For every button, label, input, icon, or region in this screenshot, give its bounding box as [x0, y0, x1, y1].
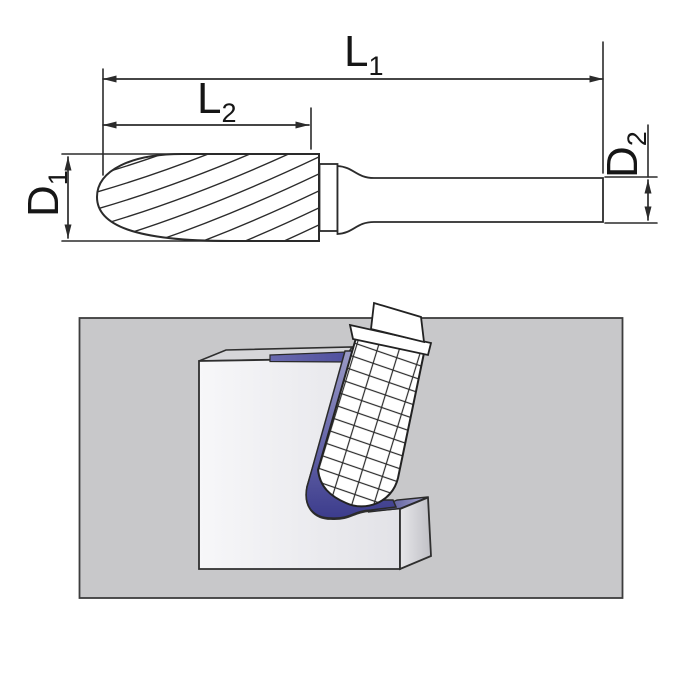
burr-collar [318, 163, 339, 232]
label-l2: L2 [197, 74, 237, 128]
svg-text:D1: D1 [19, 170, 73, 217]
flute-lines [97, 154, 319, 241]
application-illustration [78, 301, 624, 599]
svg-text:D2: D2 [598, 131, 652, 178]
tool-shank [370, 301, 426, 344]
burr-head [95, 153, 320, 242]
extension-lines [61, 41, 658, 242]
tool-burr [316, 301, 433, 508]
dimension-drawing: L1 L2 D1 D2 [19, 27, 658, 242]
burr-shank [336, 165, 604, 235]
label-l1: L1 [344, 27, 384, 81]
dimension-lines [64, 75, 652, 239]
step-side-face [399, 496, 432, 571]
label-d2: D2 [598, 131, 652, 178]
label-d1: D1 [19, 170, 73, 217]
